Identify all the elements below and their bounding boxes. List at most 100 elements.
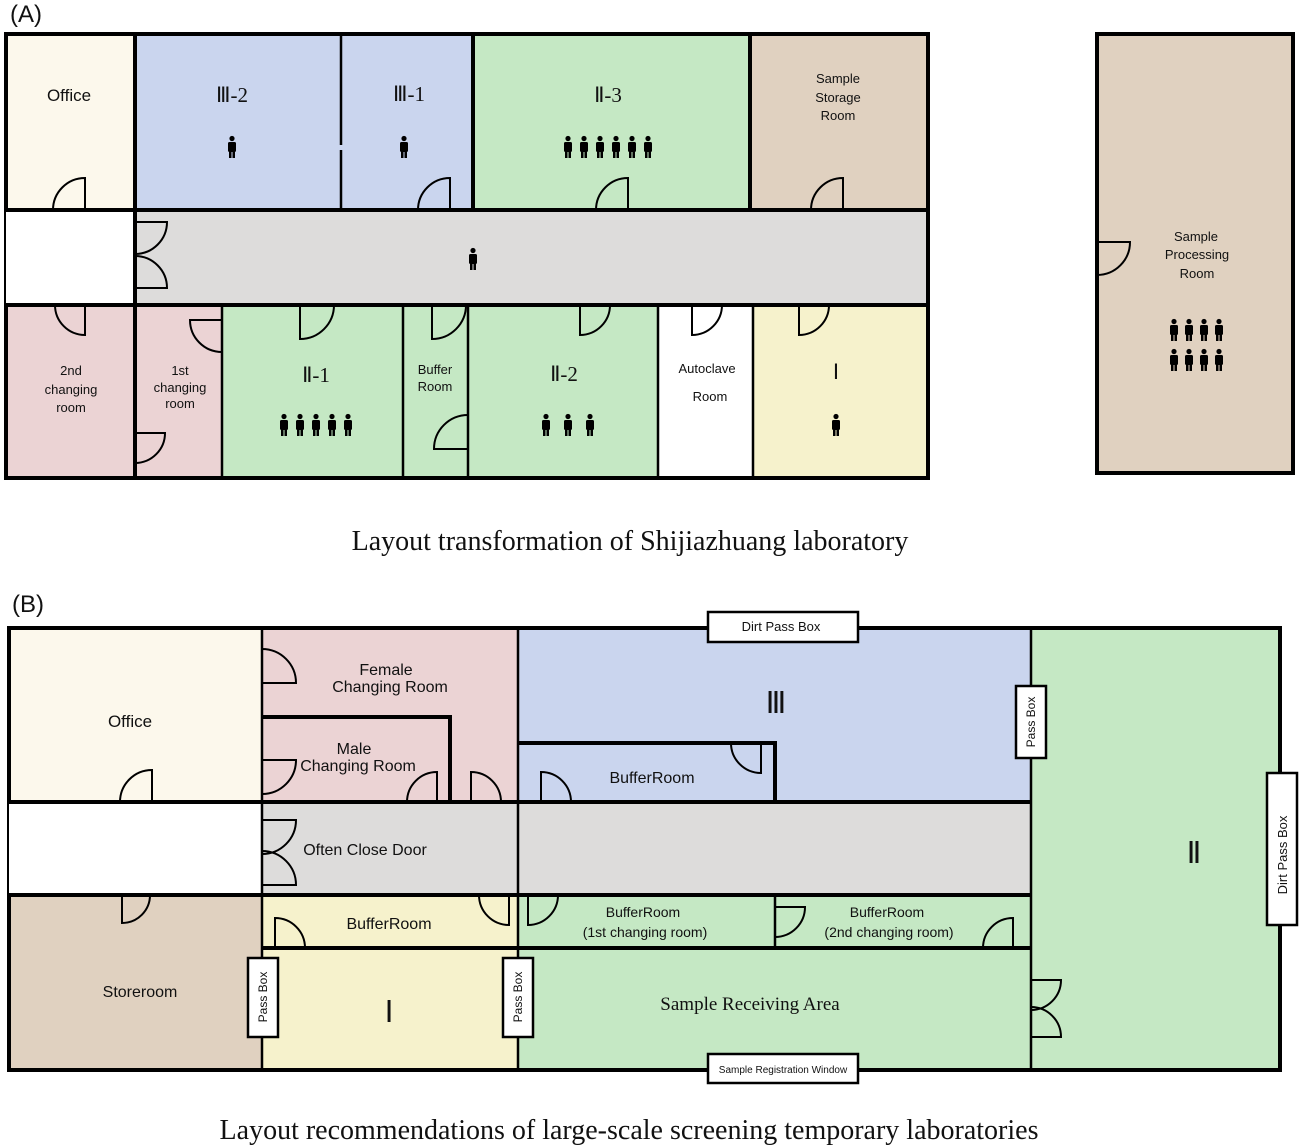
person-icon [644,135,652,158]
people-icons-a [228,135,1223,436]
door-icon [774,906,807,938]
label-buffer-1st-1: BufferRoom [606,904,680,920]
person-icon [328,413,336,436]
labels-b: Office Female Changing Room Male Changin… [103,662,1202,1146]
pass-box-iii: Pass Box [1014,684,1048,760]
label-buffer-2nd-2: (2nd changing room) [824,924,953,940]
person-icon [469,247,477,270]
label-ii-1: Ⅱ-1 [302,363,330,387]
label-i-a: Ⅰ [833,360,839,384]
label-buffer-1st-2: (1st changing room) [583,924,708,940]
caption-a: Layout transformation of Shijiazhuang la… [352,526,909,557]
svg-text:Sample Registration Window: Sample Registration Window [719,1065,848,1076]
door-icon [470,770,502,803]
person-icon [612,135,620,158]
label-buffer-i: BufferRoom [346,916,431,933]
door-icon [1030,1006,1063,1038]
label-male-2: Changing Room [300,758,416,775]
label-1st-2: changing [154,380,207,395]
label-office-b: Office [108,712,152,731]
person-icon [296,413,304,436]
room-autoclave [658,305,753,478]
door-icon [810,176,844,211]
door-icon [406,770,438,803]
label-2nd-2: changing [45,382,98,397]
label-autoclave-2: Room [693,389,728,404]
corridor-a [135,210,928,305]
person-icon [586,413,594,436]
room-ii-1 [222,305,403,478]
person-icon [344,413,352,436]
pass-box-storeroom: Pass Box [246,956,280,1039]
label-iii-2: Ⅲ-2 [216,83,248,107]
panel-b: (B) Dirt Pass Box Pass Bo [7,591,1299,1146]
svg-text:Pass Box: Pass Box [256,972,270,1023]
person-icon [1185,318,1193,341]
label-female-1: Female [359,662,412,679]
door-icon [134,221,169,255]
person-icon [280,413,288,436]
room-office-a [6,34,135,210]
panel-b-tag: (B) [12,591,44,618]
room-sample-storage [750,34,928,210]
corridor-b [262,802,1031,895]
door-icon [730,742,762,775]
label-buffer-iii: BufferRoom [609,770,694,787]
room-storeroom [9,895,262,1070]
label-buffer-2nd-1: BufferRoom [850,904,924,920]
dirt-pass-box-top: Dirt Pass Box [706,610,860,644]
door-icon [134,255,169,289]
label-iii-1: Ⅲ-1 [393,82,425,106]
panel-a: (A) Office Ⅲ-2 Ⅲ-1 Ⅱ-3 Samp [4,1,1295,557]
label-processing-3: Room [1180,266,1215,281]
door-icon [540,770,572,803]
person-icon [1200,348,1208,371]
label-2nd-3: room [56,400,86,415]
label-buffer-1: Buffer [418,362,453,377]
label-storage-3: Room [821,108,856,123]
person-icon [1215,348,1223,371]
door-icon [274,916,306,949]
door-icon [432,414,469,450]
label-ii-3: Ⅱ-3 [594,83,622,107]
label-i-b: Ⅰ [385,996,394,1029]
room-buffer-i [262,895,518,1070]
person-icon [1170,348,1178,371]
label-processing-2: Processing [1165,247,1229,262]
person-icon [542,413,550,436]
person-icon [580,135,588,158]
door-icon [579,304,611,337]
label-ii-2: Ⅱ-2 [550,362,578,386]
pass-boxes-b: Dirt Pass Box Pass Box Dirt Pass Box Pas… [246,610,1299,1085]
door-icon [261,648,298,684]
person-icon [1170,318,1178,341]
label-2nd-1: 2nd [60,363,82,378]
room-i-a [753,305,928,478]
door-icon [798,304,830,337]
person-icon [628,135,636,158]
door-icon [527,894,559,927]
door-icon [119,768,153,803]
label-female-2: Changing Room [332,679,448,696]
label-iii-b: Ⅲ [766,687,787,720]
panel-a-tag: (A) [10,1,42,28]
door-icon [261,850,298,886]
door-icon [478,894,510,927]
room-ii-3 [473,34,750,210]
door-icon [1096,241,1132,276]
person-icon [596,135,604,158]
label-processing-1: Sample [1174,229,1218,244]
label-buffer-2: Room [418,379,453,394]
room-iii-2 [135,34,341,210]
door-icon [261,819,298,855]
person-icon [564,135,572,158]
door-icon [431,304,467,341]
caption-b: Layout recommendations of large-scale sc… [220,1115,1039,1146]
person-icon [1215,318,1223,341]
label-office-a: Office [47,86,91,105]
room-office-b [9,628,262,802]
room-sample-processing [1097,34,1293,473]
svg-text:Dirt Pass Box: Dirt Pass Box [1275,815,1290,894]
person-icon [228,135,236,158]
